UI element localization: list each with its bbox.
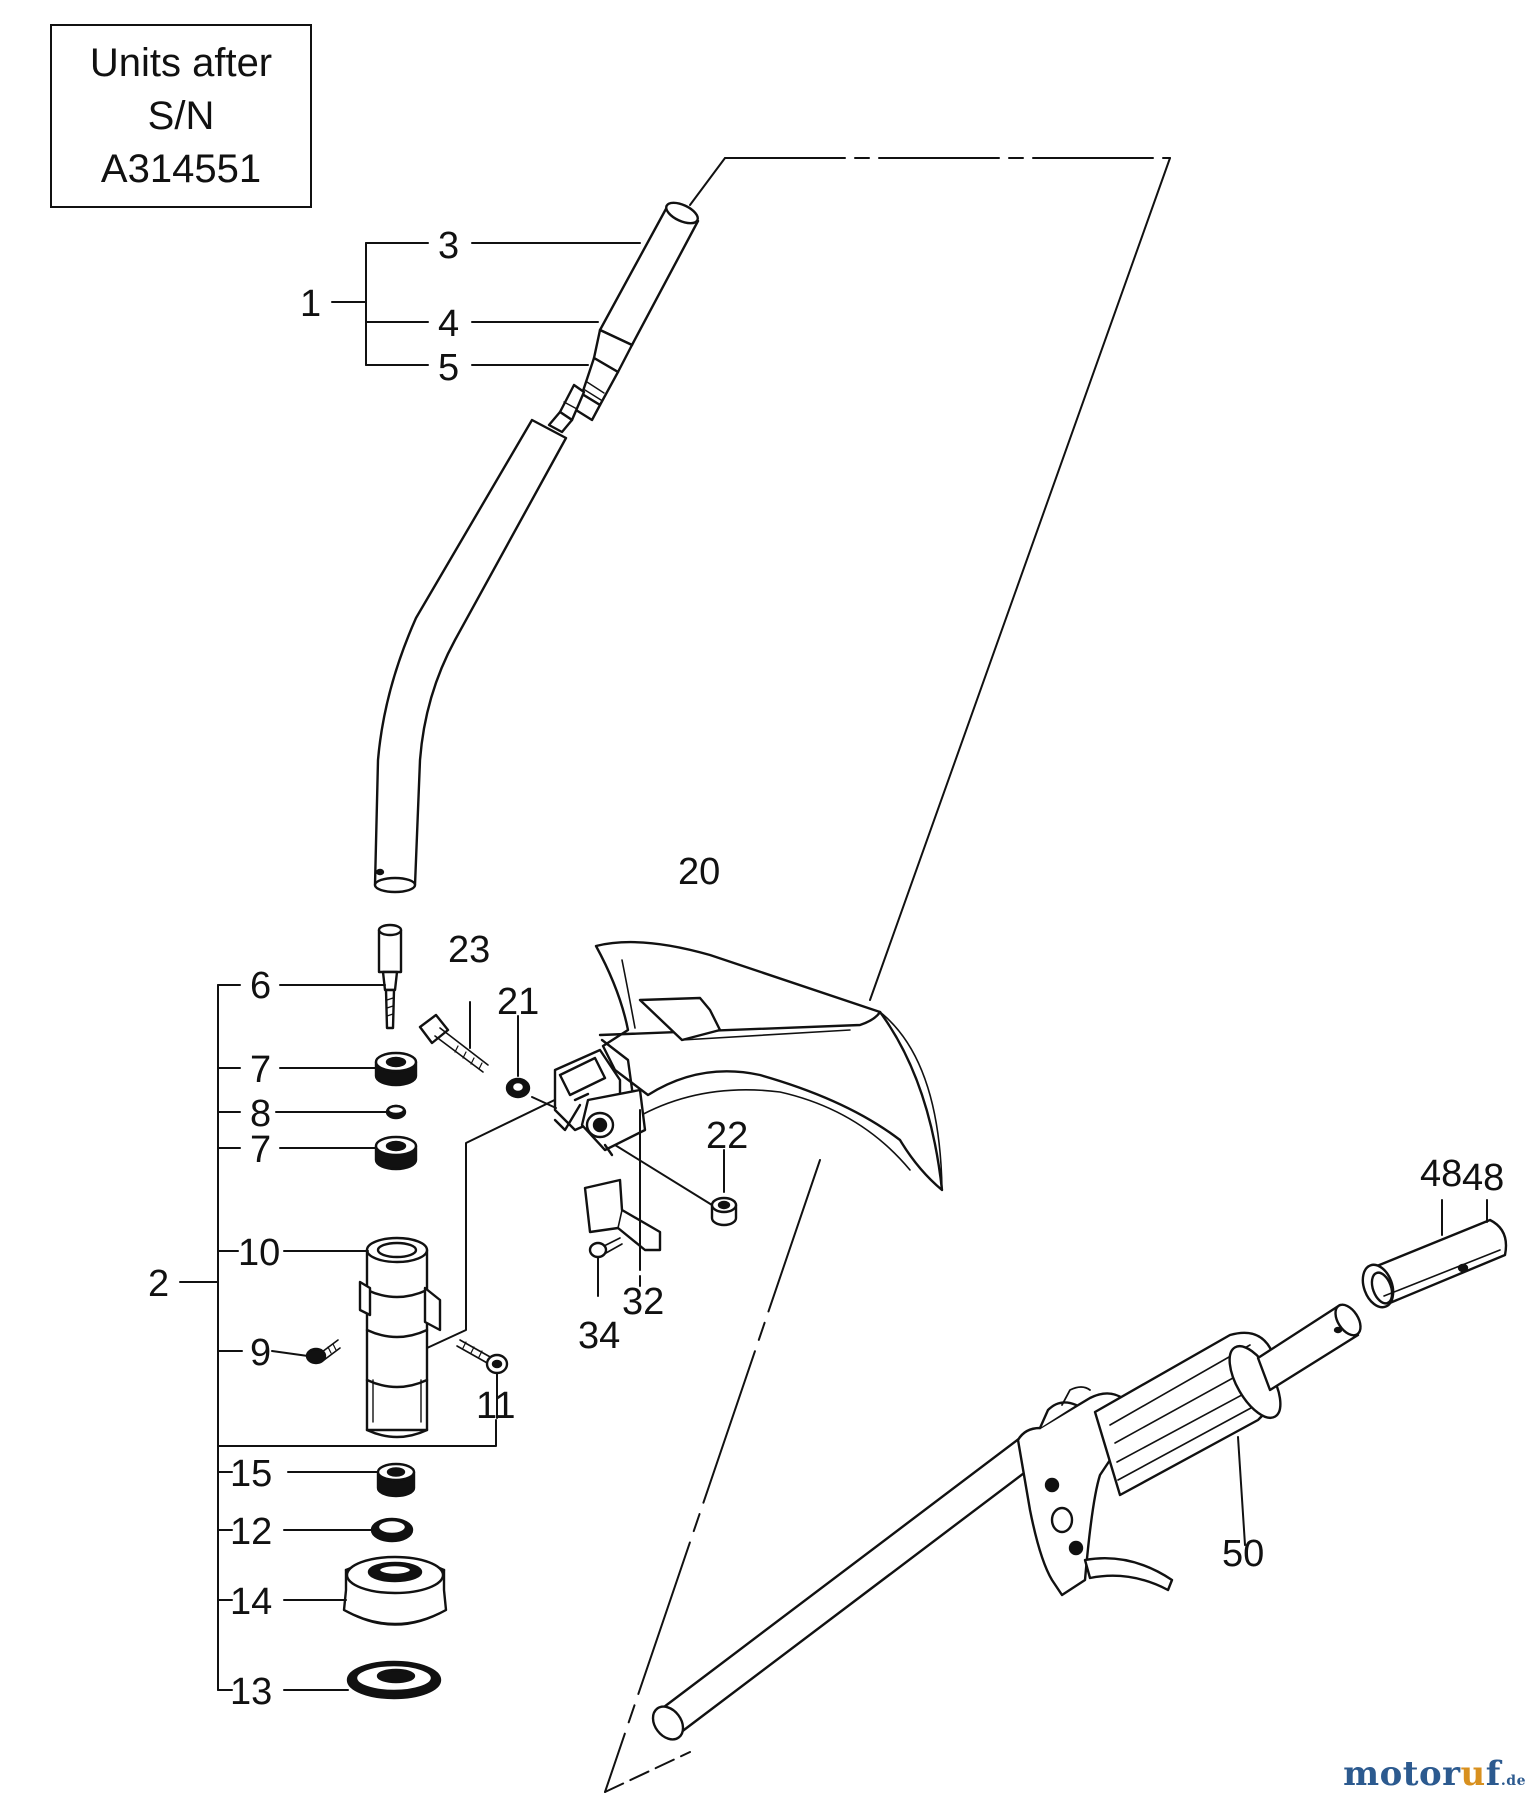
phantom-line bbox=[604, 157, 1171, 1793]
part-23-bolt bbox=[418, 1013, 489, 1073]
part-13-disc bbox=[346, 1660, 442, 1700]
part-14-hub bbox=[342, 1555, 448, 1626]
callout-15: 15 bbox=[230, 1453, 272, 1495]
callout-48a: 48 bbox=[1420, 1153, 1462, 1195]
leader-lines bbox=[271, 984, 498, 1691]
callout-5: 5 bbox=[438, 347, 459, 389]
part-15-nut bbox=[376, 1462, 416, 1498]
callout-14: 14 bbox=[230, 1581, 272, 1623]
part-34-screw bbox=[588, 1237, 623, 1259]
callout-10: 10 bbox=[238, 1232, 280, 1274]
guard-clamp bbox=[553, 1048, 647, 1157]
callout-48b: 48 bbox=[1462, 1157, 1504, 1199]
part-6-spindle bbox=[377, 923, 403, 1030]
callout-34: 34 bbox=[578, 1315, 620, 1357]
bracket-1 bbox=[331, 242, 641, 366]
callout-13: 13 bbox=[230, 1671, 272, 1713]
callout-20: 20 bbox=[678, 851, 720, 893]
part-32-clip bbox=[583, 1178, 662, 1252]
callout-1: 1 bbox=[300, 283, 321, 325]
callout-50: 50 bbox=[1222, 1533, 1264, 1575]
callout-32: 32 bbox=[622, 1281, 664, 1323]
part-7-bearing-upper bbox=[374, 1051, 418, 1087]
part-8-spacer bbox=[385, 1104, 407, 1120]
drive-shaft-upper bbox=[574, 201, 700, 422]
part-11-bolt bbox=[456, 1339, 509, 1375]
part-12-washer bbox=[370, 1517, 414, 1543]
callout-22: 22 bbox=[706, 1115, 748, 1157]
callout-21: 21 bbox=[497, 981, 539, 1023]
main-tube bbox=[373, 383, 586, 894]
bracket-2 bbox=[179, 984, 497, 1691]
serial-line-2: S/N bbox=[147, 93, 215, 138]
part-7-bearing-lower bbox=[374, 1135, 418, 1171]
serial-line-1: Units after bbox=[89, 40, 273, 85]
part-50-handle bbox=[651, 1303, 1362, 1741]
part-22-nut bbox=[710, 1196, 738, 1227]
callout-3: 3 bbox=[438, 225, 459, 267]
part-21-washer bbox=[505, 1077, 531, 1099]
callout-4: 4 bbox=[438, 303, 459, 345]
callout-8: 8 bbox=[250, 1093, 271, 1135]
serial-line-3: A314551 bbox=[100, 146, 262, 191]
callout-9: 9 bbox=[250, 1332, 271, 1374]
part-10-housing bbox=[358, 1236, 442, 1439]
callout-7a: 7 bbox=[250, 1049, 271, 1091]
part-20-guard bbox=[594, 940, 944, 1192]
serial-number-box: Units after S/N A314551 bbox=[50, 24, 312, 208]
callout-12: 12 bbox=[230, 1511, 272, 1553]
part-48-sleeve bbox=[1361, 1218, 1508, 1309]
callout-23: 23 bbox=[448, 929, 490, 971]
part-9-screw bbox=[305, 1339, 341, 1365]
callout-7b: 7 bbox=[250, 1129, 271, 1171]
callout-2: 2 bbox=[148, 1263, 169, 1305]
watermark-logo: motoruf.de bbox=[1343, 1754, 1526, 1794]
callout-11: 11 bbox=[476, 1385, 515, 1427]
callout-6: 6 bbox=[250, 965, 271, 1007]
